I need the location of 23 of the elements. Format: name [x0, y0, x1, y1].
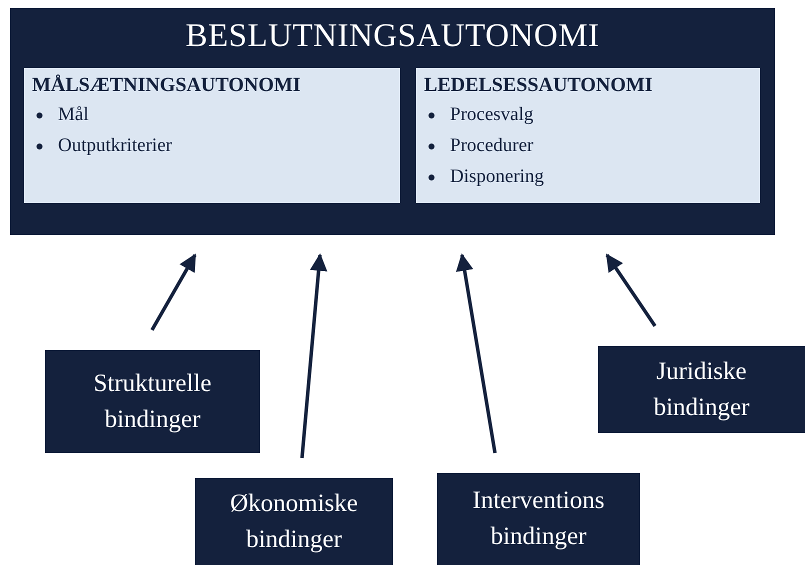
list-item: Procedurer	[450, 135, 534, 156]
outer-box	[10, 8, 775, 235]
list-item: Outputkriterier	[58, 135, 172, 156]
panel-heading: MÅLSÆTNINGSAUTONOMI	[32, 74, 302, 97]
list-item: Procesvalg	[450, 104, 534, 125]
list-item: Disponering	[450, 166, 544, 187]
constraint-box	[195, 478, 393, 565]
box-label: Juridiske bindinger	[652, 356, 750, 422]
arrow	[150, 253, 197, 331]
box-label: Interventions bindinger	[472, 486, 606, 552]
arrow	[606, 254, 656, 327]
box-label: Økonomiske bindinger	[229, 488, 359, 554]
box-label: Strukturelle bindinger	[92, 368, 213, 434]
category-panel	[416, 68, 760, 203]
constraint-box	[45, 350, 260, 453]
list-item: Mål	[58, 104, 89, 125]
category-panel	[24, 68, 400, 203]
box-heading: BESLUTNINGSAUTONOMI	[184, 18, 601, 55]
arrow	[456, 253, 497, 454]
panel-heading: LEDELSESSAUTONOMI	[424, 74, 654, 97]
arrow	[300, 253, 328, 458]
constraint-box	[437, 473, 640, 565]
constraint-box	[598, 346, 805, 433]
